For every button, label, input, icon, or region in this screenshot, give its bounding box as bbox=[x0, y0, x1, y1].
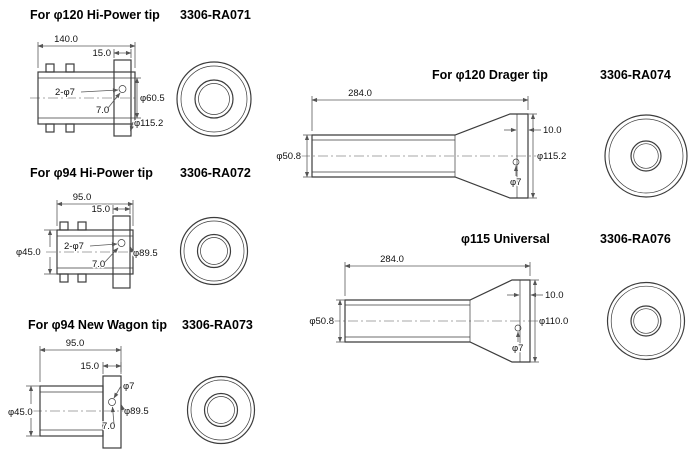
leader-line bbox=[120, 404, 125, 411]
ra076-front-view bbox=[606, 281, 686, 361]
dim-bolt-holes: φ7 bbox=[123, 381, 134, 392]
front-bore-circle bbox=[630, 305, 662, 337]
dim-plate-thickness: 15.0 bbox=[92, 204, 111, 215]
dim-bolt-holes: 2-φ7 bbox=[55, 87, 75, 98]
clamp-tab bbox=[59, 273, 69, 283]
bolt-hole bbox=[514, 324, 522, 332]
part-title: For φ94 Hi-Power tip bbox=[30, 166, 153, 180]
part-ra073: For φ94 New Wagon tip 3306-RA073 95.0 15… bbox=[7, 318, 256, 449]
dim-length: 284.0 bbox=[348, 88, 372, 99]
front-ring-circle bbox=[180, 65, 248, 133]
front-bore-circle bbox=[196, 233, 232, 269]
dim-length: 95.0 bbox=[66, 338, 85, 349]
clamp-tab bbox=[77, 221, 87, 231]
ra072-front-view bbox=[179, 216, 249, 286]
leader-line bbox=[103, 247, 119, 264]
front-outer-circle bbox=[179, 216, 249, 286]
part-code: 3306-RA071 bbox=[180, 8, 251, 22]
ra073-side-view: 95.0 15.0 φ45.0 φ7 φ89.5 7.0 bbox=[7, 337, 150, 449]
front-bore-circle bbox=[194, 79, 234, 119]
dim-plate-thickness: 15.0 bbox=[81, 361, 100, 372]
front-bore-circle bbox=[630, 140, 662, 172]
ra074-side-view: 284.0 10.0 φ115.2 φ7 φ50.8 bbox=[275, 87, 567, 199]
part-code: 3306-RA072 bbox=[180, 166, 251, 180]
dim-hole-offset: 7.0 bbox=[92, 259, 105, 270]
front-ring-circle bbox=[183, 220, 245, 282]
part-code: 3306-RA076 bbox=[600, 232, 671, 246]
leader-line bbox=[80, 88, 119, 93]
part-code: 3306-RA074 bbox=[600, 68, 671, 82]
dim-plate-diameter: φ89.5 bbox=[124, 406, 149, 417]
clamp-tab bbox=[65, 123, 75, 133]
part-title: For φ120 Drager tip bbox=[432, 68, 548, 82]
mount-plate bbox=[102, 375, 122, 449]
dim-tip-depth: 10.0 bbox=[543, 125, 562, 136]
part-ra074: For φ120 Drager tip 3306-RA074 284.0 10.… bbox=[275, 68, 688, 199]
dim-length: 284.0 bbox=[380, 254, 404, 265]
dim-bolt-holes: φ7 bbox=[512, 343, 523, 354]
dim-pipe-diameter: φ45.0 bbox=[16, 247, 41, 258]
front-bore-inner-circle bbox=[633, 143, 659, 169]
leader-line bbox=[129, 246, 134, 253]
dim-tip-depth: 10.0 bbox=[545, 290, 564, 301]
clamp-tab bbox=[45, 123, 55, 133]
dim-length: 95.0 bbox=[73, 192, 92, 203]
dim-length: 140.0 bbox=[54, 34, 78, 45]
front-bore-inner-circle bbox=[200, 237, 228, 265]
ra071-front-view bbox=[176, 61, 252, 137]
front-outer-circle bbox=[606, 281, 686, 361]
part-title: For φ94 New Wagon tip bbox=[28, 318, 167, 332]
front-bore-circle bbox=[203, 392, 239, 428]
ra071-side-view: 140.0 15.0 2-φ7 7.0 φ60.5 φ115.2 bbox=[30, 33, 166, 137]
leader-line bbox=[107, 92, 121, 109]
dim-outlet-diameter: φ115.2 bbox=[537, 151, 566, 162]
bolt-hole bbox=[512, 158, 520, 166]
dim-plate-diameter: φ89.5 bbox=[133, 248, 158, 259]
leader-line bbox=[110, 406, 116, 425]
dim-inlet-diameter: φ50.8 bbox=[309, 316, 334, 327]
front-outer-circle bbox=[176, 61, 252, 137]
dim-plate-thickness: 15.0 bbox=[93, 48, 112, 59]
bolt-hole bbox=[108, 398, 116, 406]
bolt-hole bbox=[118, 85, 127, 93]
bolt-hole bbox=[117, 239, 126, 247]
dim-plate-diameter: φ115.2 bbox=[134, 118, 163, 129]
ra073-front-view bbox=[186, 375, 256, 445]
clamp-tab bbox=[59, 221, 69, 231]
part-ra072: For φ94 Hi-Power tip 3306-RA072 95.0 15.… bbox=[15, 166, 251, 289]
ra076-side-view: 284.0 10.0 φ110.0 φ7 φ50.8 bbox=[308, 253, 569, 363]
front-bore-inner-circle bbox=[198, 83, 230, 115]
dim-hole-offset: 7.0 bbox=[96, 105, 109, 116]
front-bore-inner-circle bbox=[207, 396, 235, 424]
dim-pipe-diameter: φ60.5 bbox=[140, 93, 165, 104]
front-bore-inner-circle bbox=[633, 308, 659, 334]
leader-line bbox=[113, 385, 122, 399]
dim-bolt-holes: 2-φ7 bbox=[64, 241, 84, 252]
clamp-tab bbox=[45, 63, 55, 73]
front-ring-circle bbox=[190, 379, 252, 441]
front-ring-circle bbox=[610, 285, 682, 357]
dim-hole-offset: 7.0 bbox=[102, 421, 115, 432]
part-ra071: For φ120 Hi-Power tip 3306-RA071 140.0 1… bbox=[30, 8, 252, 137]
part-code: 3306-RA073 bbox=[182, 318, 253, 332]
dim-pipe-diameter: φ45.0 bbox=[8, 407, 33, 418]
ra072-side-view: 95.0 15.0 φ45.0 2-φ7 7.0 φ89.5 bbox=[15, 191, 159, 289]
front-outer-circle bbox=[186, 375, 256, 445]
mount-plate bbox=[113, 59, 132, 137]
clamp-tab bbox=[77, 273, 87, 283]
part-title: φ115 Universal bbox=[461, 232, 550, 246]
front-ring-circle bbox=[608, 118, 684, 194]
leader-line bbox=[89, 242, 118, 247]
part-title: For φ120 Hi-Power tip bbox=[30, 8, 160, 22]
dim-inlet-diameter: φ50.8 bbox=[276, 151, 301, 162]
dim-outlet-diameter: φ110.0 bbox=[539, 316, 568, 327]
part-ra076: φ115 Universal 3306-RA076 284.0 10.0 φ11… bbox=[308, 232, 686, 363]
front-outer-circle bbox=[604, 114, 688, 198]
ra074-front-view bbox=[604, 114, 688, 198]
dim-bolt-holes: φ7 bbox=[510, 177, 521, 188]
clamp-tab bbox=[65, 63, 75, 73]
leader-line bbox=[129, 121, 134, 132]
